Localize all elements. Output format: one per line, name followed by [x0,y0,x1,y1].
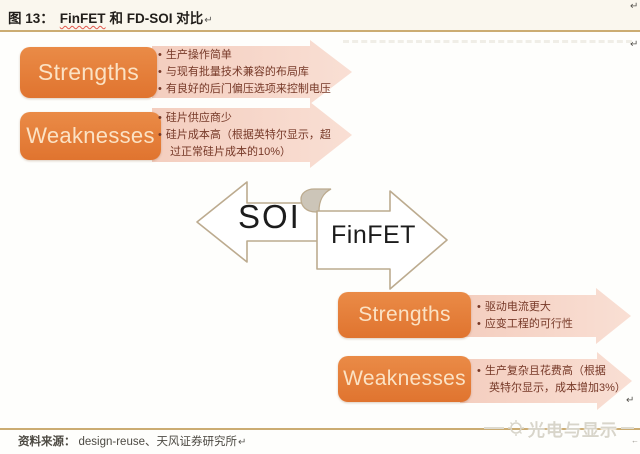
title-band [0,0,640,30]
badge-label: Weaknesses [343,367,466,390]
gold-divider-bottom [0,428,640,430]
ribbon-curl-shape [300,188,332,213]
source-line: 资料来源：design-reuse、天风证券研究所↵ [18,433,246,449]
paragraph-mark: ↵ [630,39,639,50]
soi-arrow-label: SOI [238,198,301,235]
soi-strengths-badge: Strengths [20,47,157,98]
finfet-strengths-badge: Strengths [338,292,471,338]
watermark-logo: 光电与显示 [484,416,634,440]
soi-weaknesses-list: 硅片供应商少 硅片成本高（根据英特尔显示，超 过正常硅片成本的10%） [158,110,331,161]
title-term-finfet: FinFET [59,11,106,26]
bullet-line: 有良好的后门偏压选项来控制电压 [158,81,331,98]
paragraph-mark: ↵ [204,15,213,26]
bullet-line: 驱动电流更大 [477,299,573,316]
bullet-line-continuation: 英特尔显示，成本增加3%） [489,382,626,394]
bullet-line: 生产操作简单 [158,47,331,64]
badge-label: Strengths [37,59,140,85]
logo-rays [508,420,524,436]
gold-divider-top [0,30,640,32]
back-arrow-mark: ← [631,436,639,445]
bullet-line: 硅片成本高（根据英特尔显示，超 [158,127,331,144]
badge-label: Strengths [358,303,451,326]
watermark-logo-icon [508,420,524,436]
paragraph-mark: ↵ [237,437,247,448]
finfet-weaknesses-badge: Weaknesses [338,356,471,402]
badge-label: Weaknesses [26,123,155,148]
finfet-weaknesses-list: 生产复杂且花费高（根据 英特尔显示，成本增加3%） [477,363,626,397]
watermark-text: 光电与显示 [528,420,618,440]
bullet-line: 硅片供应商少 [158,110,331,127]
dashed-separator [343,40,632,43]
soi-strengths-list: 生产操作简单 与现有批量技术兼容的布局库 有良好的后门偏压选项来控制电压 [158,47,331,98]
watermark-dash-right [621,427,634,429]
bullet-line-continuation: 过正常硅片成本的10%） [170,146,292,158]
paragraph-mark: ↵ [626,395,635,406]
source-label: 资料来源： [18,436,76,448]
watermark-dash-left [484,427,504,429]
title-rest: 和 FD-SOI 对比 [109,11,204,26]
figure-label: 图 13： [8,11,54,26]
paragraph-mark: ↵ [630,1,639,12]
finfet-arrow-label: FinFET [331,221,416,249]
finfet-right-arrow-shape [316,190,448,290]
bullet-line: 生产复杂且花费高（根据 [477,363,626,380]
bullet-line: 与现有批量技术兼容的布局库 [158,64,331,81]
source-text: design-reuse、天风证券研究所 [78,436,237,448]
bullet-line: 应变工程的可行性 [477,316,573,333]
soi-weaknesses-badge: Weaknesses [20,112,161,160]
finfet-strengths-list: 驱动电流更大 应变工程的可行性 [477,299,573,333]
